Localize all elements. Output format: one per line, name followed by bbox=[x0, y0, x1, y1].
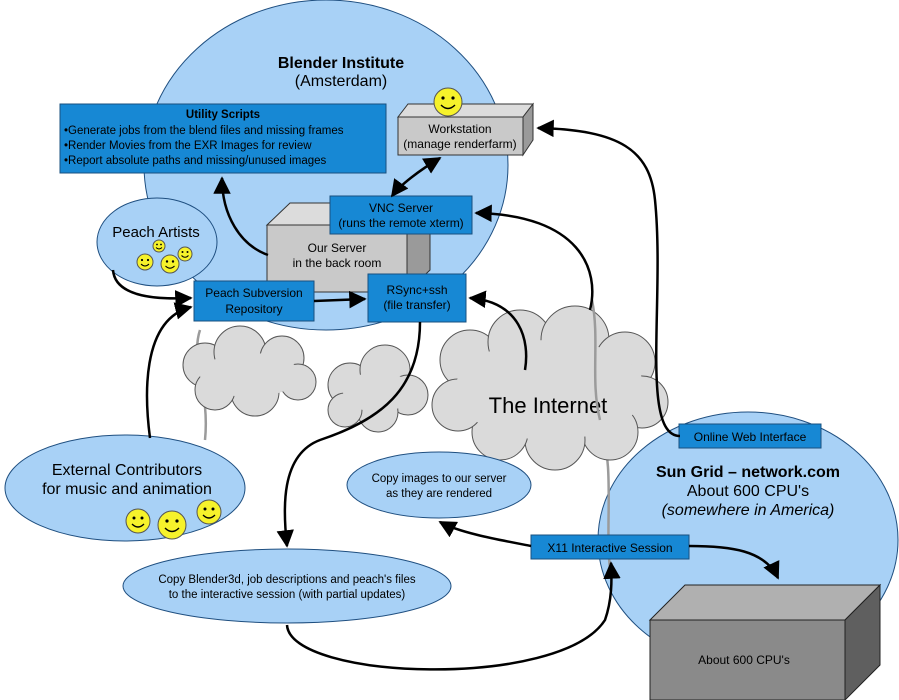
rsync-line1: RSync+ssh bbox=[386, 283, 447, 297]
arrow-artists-svn bbox=[111, 269, 193, 308]
blender-institute-subtitle: (Amsterdam) bbox=[295, 73, 387, 90]
smiley-artist-3-icon bbox=[160, 254, 180, 274]
web-interface-label: Online Web Interface bbox=[694, 430, 807, 444]
arrow-internet-rsync bbox=[468, 290, 528, 371]
svn-repo-line2: Repository bbox=[225, 302, 282, 316]
copy-images-line1: Copy images to our server bbox=[372, 473, 507, 485]
arrow-internet-vnc bbox=[474, 204, 594, 311]
blender-institute-title: Blender Institute bbox=[278, 55, 404, 72]
workstation-line2: (manage renderfarm) bbox=[403, 137, 516, 151]
smiley-artist-1-icon bbox=[152, 239, 166, 253]
arrow-x11-cluster bbox=[688, 544, 780, 580]
arrow-contributors-svn bbox=[145, 302, 193, 439]
external-contributors-line1: External Contributors bbox=[52, 462, 202, 479]
x11-session-box: X11 Interactive Session bbox=[530, 534, 690, 560]
smiley-workstation-icon bbox=[433, 87, 463, 117]
arrow-rsync-copyblender bbox=[276, 321, 422, 548]
sun-grid-line2: About 600 CPU's bbox=[687, 483, 809, 500]
smiley-contributor-1-icon bbox=[125, 508, 151, 534]
arrow-x11-copyimages bbox=[438, 520, 532, 548]
peach-artists-label: Peach Artists bbox=[112, 224, 200, 241]
gray-line-over-cloud bbox=[590, 299, 602, 421]
smiley-artist-4-icon bbox=[177, 246, 193, 262]
workstation: Workstation (manage renderfarm) bbox=[396, 102, 535, 157]
vnc-server-line1: VNC Server bbox=[369, 201, 433, 215]
cluster-label: About 600 CPU's bbox=[698, 653, 790, 667]
copy-blender-line1: Copy Blender3d, job descriptions and pea… bbox=[158, 574, 416, 586]
smiley-contributor-2-icon bbox=[157, 510, 187, 540]
x11-session-label: X11 Interactive Session bbox=[547, 541, 672, 555]
copy-images-bubble: Copy images to our server as they are re… bbox=[346, 451, 532, 519]
arrow-blender-x11 bbox=[285, 561, 621, 671]
sun-grid-title: Sun Grid – network.com bbox=[656, 464, 840, 481]
copy-blender-bubble: Copy Blender3d, job descriptions and pea… bbox=[122, 548, 452, 624]
workstation-line1: Workstation bbox=[428, 122, 491, 136]
utility-scripts-title: Utility Scripts bbox=[186, 109, 260, 121]
utility-scripts-item-1: •Generate jobs from the blend files and … bbox=[64, 125, 344, 137]
utility-scripts-item-3: •Report absolute paths and missing/unuse… bbox=[64, 155, 327, 167]
cloud-small-middle bbox=[327, 344, 429, 433]
our-server-line1: Our Server bbox=[308, 241, 367, 255]
cpu-cluster: About 600 CPU's bbox=[648, 583, 882, 700]
our-server-line2: in the back room bbox=[293, 256, 382, 270]
svn-repo-line1: Peach Subversion bbox=[205, 286, 302, 300]
internet-label: The Internet bbox=[489, 393, 608, 418]
web-interface-box: Online Web Interface bbox=[678, 423, 822, 449]
arrow-server-utility bbox=[213, 176, 269, 257]
arrow-vnc-workstation bbox=[390, 156, 442, 198]
vnc-server-line2: (runs the remote xterm) bbox=[338, 216, 463, 230]
cloud-internet bbox=[431, 305, 669, 471]
sun-grid-line3: (somewhere in America) bbox=[662, 502, 835, 519]
utility-scripts-item-2: •Render Movies from the EXR Images for r… bbox=[64, 140, 312, 152]
rsync-box: RSync+ssh (file transfer) bbox=[367, 273, 467, 323]
smiley-contributor-3-icon bbox=[196, 499, 222, 525]
arrow-svn-rsync bbox=[313, 290, 367, 309]
copy-blender-line2: to the interactive session (with partial… bbox=[169, 589, 406, 601]
vnc-server-box: VNC Server (runs the remote xterm) bbox=[329, 195, 473, 235]
rsync-line2: (file transfer) bbox=[383, 298, 450, 312]
copy-images-line2: as they are rendered bbox=[386, 488, 492, 500]
cloud-small-left bbox=[182, 325, 317, 417]
arrow-web-workstation bbox=[536, 119, 681, 438]
smiley-artist-2-icon bbox=[136, 253, 154, 271]
external-contributors-line2: for music and animation bbox=[42, 481, 212, 498]
external-contributors-region bbox=[4, 434, 246, 542]
utility-scripts-box: Utility Scripts •Generate jobs from the … bbox=[59, 103, 387, 174]
svn-repo-box: Peach Subversion Repository bbox=[193, 280, 315, 322]
